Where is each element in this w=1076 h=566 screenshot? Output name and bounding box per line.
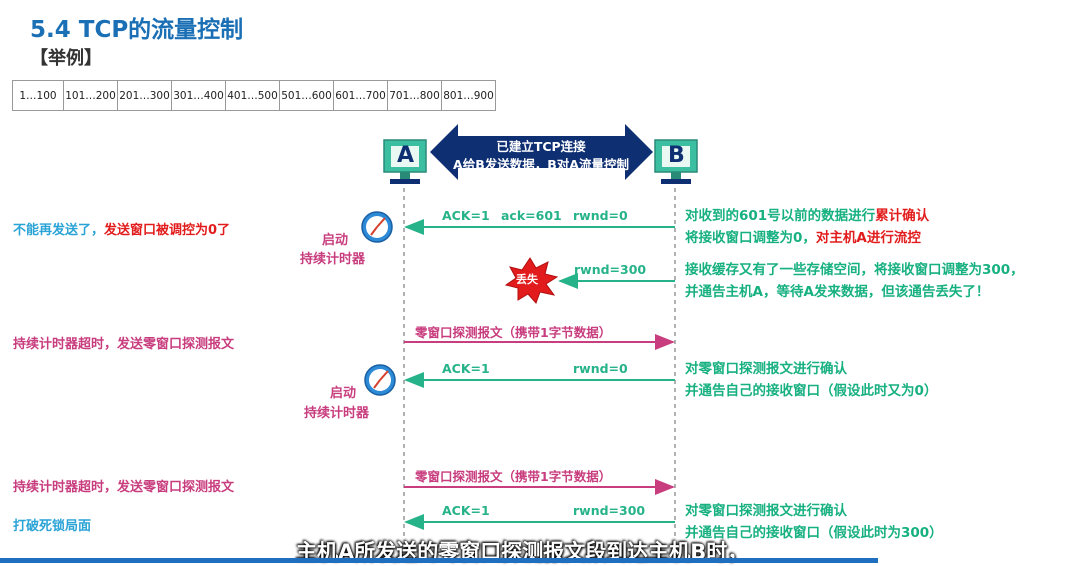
seq-cell: 701…800 [387, 80, 442, 111]
seq-cell: 401…500 [225, 80, 280, 111]
desc-text: 对收到的601号以前的数据进行 [685, 208, 876, 224]
rwnd-label: rwnd=0 [573, 208, 628, 223]
cannot-send-text: 不能再发送了， [13, 223, 105, 238]
host-a-monitor-icon [383, 139, 427, 184]
host-b-label: B [668, 143, 685, 168]
seq-cell: 201…300 [117, 80, 172, 111]
lost-label: 丢失 [516, 273, 538, 286]
desc-highlight: 累计确认 [875, 208, 930, 224]
ack-number-label: ack=601 [501, 208, 562, 223]
rwnd-label: rwnd=300 [574, 262, 647, 277]
connection-banner: 已建立TCP连接 A给B发送数据，B对A流量控制 [436, 124, 646, 180]
desc-line: 并通告主机A，等待A发来数据，但该通告丢失了！ [685, 284, 990, 300]
rwnd-label: rwnd=300 [573, 503, 646, 518]
example-heading: 【举例】 [30, 48, 102, 69]
ack-flag-label: ACK=1 [442, 361, 490, 376]
desc-window-300: 接收缓存又有了一些存储空间，将接收窗口调整为300， 并通告主机A，等待A发来数… [685, 259, 1024, 303]
timer-start-label: 持续计时器 [300, 252, 366, 267]
connection-banner-line1: 已建立TCP连接 [496, 139, 586, 154]
probe-label: 零窗口探测报文（携带1字节数据） [415, 325, 612, 340]
page-title: 5.4 TCP的流量控制 [30, 17, 244, 43]
connection-double-arrow [430, 124, 653, 180]
ack-flag-label: ACK=1 [442, 503, 490, 518]
desc-line: 将接收窗口调整为0，对主机A进行流控 [685, 227, 929, 249]
cannot-send-label: 不能再发送了，发送窗口被调控为0了 [13, 219, 230, 238]
host-a-label: A [397, 143, 415, 168]
desc-ack-601: 对收到的601号以前的数据进行累计确认 将接收窗口调整为0，对主机A进行流控 [685, 205, 929, 249]
timer-clock-icon [364, 364, 396, 396]
seq-cell: 801…900 [441, 80, 496, 111]
desc-probe-ack-300: 对零窗口探测报文进行确认 并通告自己的接收窗口（假设此时为300） [685, 500, 943, 544]
rwnd-label: rwnd=0 [573, 361, 628, 376]
desc-line: 并通告自己的接收窗口（假设此时为300） [685, 525, 943, 541]
timer-start-label: 启动 [322, 233, 349, 248]
desc-text: 将接收窗口调整为0， [685, 230, 816, 246]
seq-cell: 301…400 [171, 80, 226, 111]
timer-start-label: 持续计时器 [304, 406, 370, 421]
desc-probe-ack-0: 对零窗口探测报文进行确认 并通告自己的接收窗口（假设此时又为0） [685, 358, 937, 402]
window-zero-text: 发送窗口被调控为0了 [104, 223, 231, 238]
bottom-progress-bar [0, 558, 878, 563]
lost-burst-icon [504, 257, 559, 304]
ack-flag-label: ACK=1 [442, 208, 490, 223]
sequence-number-table: 1…100 101…200 201…300 301…400 401…500 50… [12, 80, 496, 111]
timer-start-label: 启动 [330, 386, 357, 401]
host-b-monitor-icon [654, 139, 698, 184]
desc-line: 对收到的601号以前的数据进行累计确认 [685, 205, 929, 227]
desc-highlight: 对主机A进行流控 [815, 230, 921, 246]
desc-line: 接收缓存又有了一些存储空间，将接收窗口调整为300， [685, 262, 1024, 278]
probe-label: 零窗口探测报文（携带1字节数据） [415, 469, 612, 484]
desc-line: 对零窗口探测报文进行确认 [685, 361, 847, 377]
timeout-label: 持续计时器超时，发送零窗口探测报文 [13, 480, 235, 495]
seq-cell: 501…600 [279, 80, 334, 111]
seq-cell: 601…700 [333, 80, 388, 111]
desc-line: 对零窗口探测报文进行确认 [685, 503, 847, 519]
connection-banner-line2: A给B发送数据，B对A流量控制 [453, 157, 629, 172]
desc-line: 并通告自己的接收窗口（假设此时又为0） [685, 383, 938, 399]
timer-clock-icon [361, 211, 393, 243]
deadlock-broken-label: 打破死锁局面 [13, 519, 92, 534]
timeout-label: 持续计时器超时，发送零窗口探测报文 [13, 337, 235, 352]
